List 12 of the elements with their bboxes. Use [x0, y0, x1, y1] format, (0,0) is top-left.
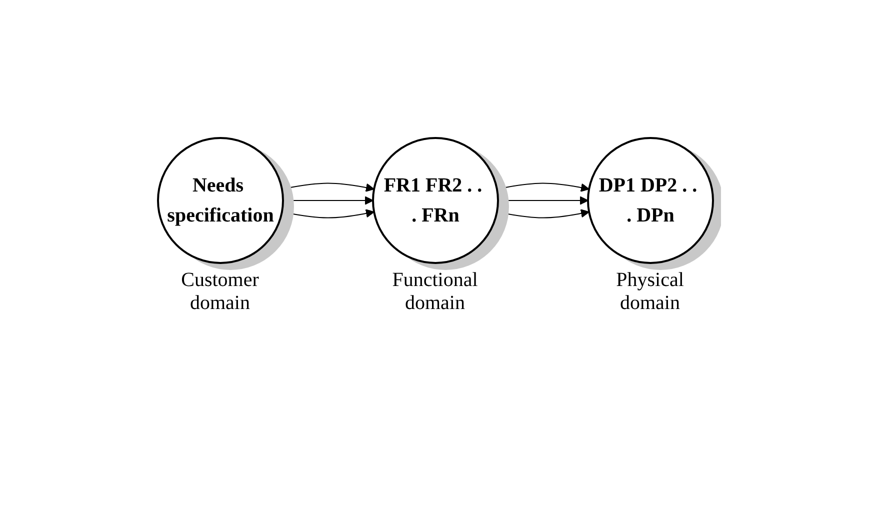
arrow [280, 182, 374, 192]
arrow [280, 208, 374, 218]
node-circle: FR1 FR2 . . . FRn [372, 136, 498, 264]
node-circle: DP1 DP2 . . . DPn [586, 136, 714, 264]
arrow [496, 182, 589, 192]
node-circle: Needs specification [156, 136, 284, 264]
arrow [497, 196, 588, 204]
arrow [496, 208, 589, 218]
domain-caption: Functional domain [391, 268, 479, 314]
arrow [282, 196, 373, 204]
domain-caption: Customer domain [180, 268, 260, 314]
domain-caption: Physical domain [615, 268, 685, 314]
